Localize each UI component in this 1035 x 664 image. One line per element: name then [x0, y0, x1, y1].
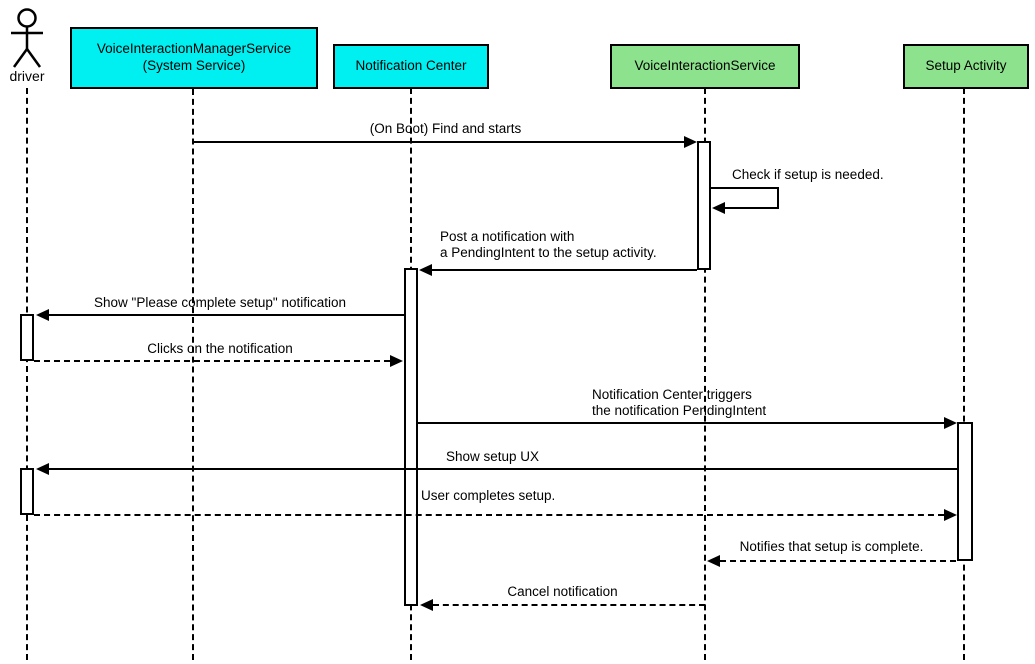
message-line-user-completes-setup [34, 514, 944, 516]
activation-driver-1 [20, 314, 34, 361]
message-label-on-boot-find-and-starts: (On Boot) Find and starts [369, 121, 522, 136]
message-label-cancel-notification: Cancel notification [507, 584, 618, 599]
message-line-post-notification [432, 269, 697, 271]
arrowhead-right-icon [944, 509, 957, 521]
activation-voice-interaction-service [697, 141, 711, 270]
arrowhead-right-icon [684, 136, 697, 148]
message-label-clicks-notification: Clicks on the notification [147, 341, 293, 356]
lifeline-voice-interaction-service [704, 88, 706, 660]
message-label-user-completes-setup: User completes setup. [421, 488, 556, 503]
message-line-show-setup-notification [49, 314, 404, 316]
message-line-show-setup-ux [49, 468, 957, 470]
lifeline-setup-activity [963, 88, 965, 660]
participant-notification-center: Notification Center [333, 44, 489, 89]
activation-setup-activity [957, 422, 973, 561]
message-label-post-notification: Post a notification with a PendingIntent… [440, 229, 657, 260]
self-message-bottom-line [724, 207, 779, 209]
message-label-show-setup-ux: Show setup UX [446, 449, 540, 464]
message-line-on-boot-find-and-starts [194, 141, 684, 143]
message-label-notifies-setup-complete: Notifies that setup is complete. [739, 539, 924, 554]
arrowhead-left-icon [420, 599, 433, 611]
actor-person-icon [11, 8, 43, 68]
lifeline-voice-interaction-manager-service [192, 89, 194, 660]
arrowhead-left-icon [419, 264, 432, 276]
message-label-check-if-setup-needed: Check if setup is needed. [732, 167, 884, 182]
message-line-triggers-pendingintent [418, 422, 944, 424]
activation-driver-2 [20, 468, 34, 515]
message-label-show-setup-notification: Show "Please complete setup" notificatio… [94, 295, 346, 310]
self-message-right-line [777, 187, 779, 208]
activation-notification-center [404, 268, 418, 606]
arrowhead-left-icon [36, 309, 49, 321]
arrowhead-left-icon [36, 463, 49, 475]
message-label-triggers-pendingintent: Notification Center triggers the notific… [592, 387, 767, 418]
arrowhead-left-icon [707, 555, 720, 567]
self-message-top-line [711, 187, 779, 189]
message-line-notifies-setup-complete [720, 560, 956, 562]
arrowhead-left-icon [712, 202, 725, 214]
arrowhead-right-icon [390, 355, 403, 367]
arrowhead-right-icon [944, 417, 957, 429]
message-line-clicks-notification [34, 360, 390, 362]
participant-voice-interaction-service: VoiceInteractionService [610, 44, 800, 89]
participant-setup-activity: Setup Activity [903, 44, 1029, 89]
message-line-cancel-notification [433, 604, 705, 606]
actor-label: driver [9, 68, 45, 84]
lifeline-driver [26, 88, 28, 660]
participant-voice-interaction-manager-service: VoiceInteractionManagerService (System S… [70, 27, 318, 89]
